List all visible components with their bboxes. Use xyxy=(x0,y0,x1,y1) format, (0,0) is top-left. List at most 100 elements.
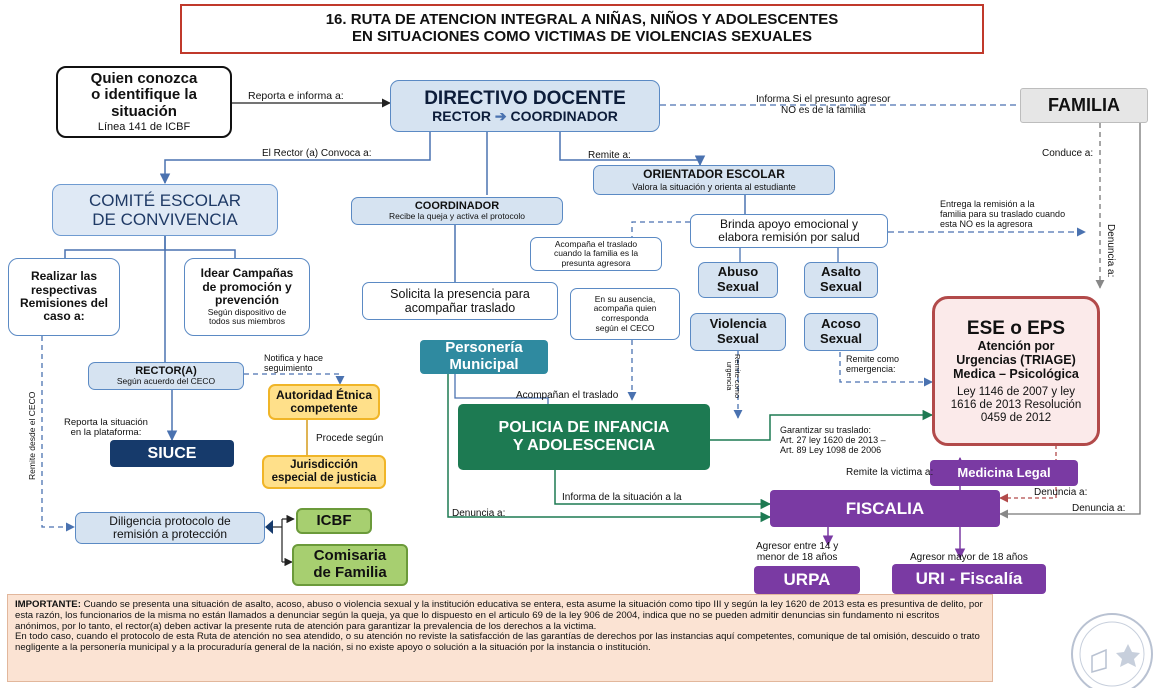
policia-line-1: POLICIA DE INFANCIA xyxy=(498,419,670,437)
title-line-1: 16. RUTA DE ATENCION INTEGRAL A NIÑAS, N… xyxy=(325,11,839,29)
autoridad-etnica-box: Autoridad Étnica competente xyxy=(268,384,380,420)
jurisdiccion-line-2: especial de justicia xyxy=(271,472,377,484)
label-remite-urgencia: Remite como urgencia xyxy=(725,354,742,398)
note-bold: IMPORTANTE: xyxy=(15,599,81,610)
ese-line-1: Atención por xyxy=(977,338,1055,353)
label-rector-convoca: El Rector (a) Convoca a: xyxy=(262,148,372,159)
acoso-line-2: Sexual xyxy=(820,331,862,346)
directivo-rector: RECTOR xyxy=(432,107,491,124)
asalto-sexual-box: Asalto Sexual xyxy=(804,262,878,298)
diligencia-line-1: Diligencia protocolo de xyxy=(109,513,231,528)
label-remite-victima: Remite la victima a: xyxy=(846,467,934,478)
label-denuncia-vertical: Denuncia a: xyxy=(1105,224,1116,278)
idear-sub-1: Según dispositivo de xyxy=(207,306,287,317)
idear-line-3: prevención xyxy=(214,293,280,308)
brinda-line-2: elabora remisión por salud xyxy=(718,230,860,244)
label-informa-situacion: Informa de la situación a la xyxy=(562,492,682,503)
personeria-box: Personería Municipal xyxy=(420,339,548,374)
reporta-sit-line-1: Reporta la situación xyxy=(64,417,148,428)
comite-line-1: COMITÉ ESCOLAR xyxy=(88,190,242,210)
remite-emer-line-1: Remite como xyxy=(846,354,900,364)
comisaria-line-2: de Familia xyxy=(313,564,387,581)
comite-line-2: DE CONVIVENCIA xyxy=(92,210,238,229)
acoso-remite-emergencia xyxy=(839,352,933,387)
label-remite-a: Remite a: xyxy=(588,150,631,161)
label-garantizar: Garantizar su traslado: Art. 27 ley 1620… xyxy=(780,425,886,456)
label-denuncia-ese: Denuncia a: xyxy=(1034,487,1088,498)
garantizar-line-2: Art. 27 ley 1620 de 2013 – xyxy=(780,434,886,445)
solicita-line-1: Solicita la presencia para xyxy=(390,287,530,301)
jurisdiccion-box: Jurisdicción especial de justicia xyxy=(262,455,386,489)
rectora-box: RECTOR(A) Según acuerdo del CECO xyxy=(88,362,244,390)
ese-law-2: 1616 de 2013 Resolución xyxy=(950,398,1082,411)
ese-line-3: Medica – Psicológica xyxy=(953,366,1079,381)
entrega-line-3: esta NO es la agresora xyxy=(940,218,1033,229)
realizar-line-4: caso a: xyxy=(43,309,85,324)
coordinador-box: COORDINADOR Recibe la queja y activa el … xyxy=(351,197,563,225)
violencia-line-1: Violencia xyxy=(709,316,767,332)
diligencia-box: Diligencia protocolo de remisión a prote… xyxy=(75,512,265,544)
ausencia-line-1: En su ausencia, xyxy=(594,293,656,304)
brinda-box: Brinda apoyo emocional y elabora remisió… xyxy=(690,214,888,248)
label-entrega: Entrega la remisión a la familia para su… xyxy=(940,199,1065,230)
realizar-line-2: respectivas xyxy=(30,282,98,297)
remite-emer-line-2: emergencia: xyxy=(846,363,896,374)
directivo-roles: RECTOR ➔ COORDINADOR xyxy=(432,107,618,125)
ausencia-line-4: según el CECO xyxy=(595,322,655,333)
icbf-box: ICBF xyxy=(296,508,372,534)
violencia-sexual-box: Violencia Sexual xyxy=(690,313,786,351)
label-denuncia-personeria: Denuncia a: xyxy=(452,508,506,519)
agresor-menor-line-1: Agresor entre 14 y xyxy=(756,541,839,552)
acompana-line-1: Acompaña el traslado xyxy=(554,238,638,249)
directivo-title: DIRECTIVO DOCENTE xyxy=(424,87,626,109)
reporter-line-1: Quien conozca xyxy=(90,69,198,87)
entrega-line-1: Entrega la remisión a la xyxy=(940,199,1035,209)
acompana-traslado-box: Acompaña el traslado cuando la familia e… xyxy=(530,237,662,271)
policia-informa xyxy=(554,470,772,510)
ese-eps-box: ESE o EPS Atención por Urgencias (TRIAGE… xyxy=(932,296,1100,446)
fiscalia-label: FISCALIA xyxy=(845,498,925,518)
realizar-remisiones-box: Realizar las respectivas Remisiones del … xyxy=(8,258,120,336)
acompana-line-3: presunta agresora xyxy=(561,257,631,268)
ese-line-2: Urgencias (TRIAGE) xyxy=(956,352,1076,367)
important-note: IMPORTANTE: Cuando se presenta una situa… xyxy=(7,594,993,682)
violencia-line-2: Sexual xyxy=(717,331,759,346)
urpa-box: URPA xyxy=(754,566,860,594)
fiscalia-box: FISCALIA xyxy=(770,490,1000,527)
title-line-2: EN SITUACIONES COMO VICTIMAS DE VIOLENCI… xyxy=(351,28,813,45)
asalto-line-1: Asalto xyxy=(821,264,861,280)
informa-si-line-2: NO es de la familia xyxy=(781,105,866,116)
siuce-box: SIUCE xyxy=(110,440,234,467)
rector-notifica xyxy=(244,373,345,385)
remite-ceco-line xyxy=(41,336,75,532)
comisaria-line-1: Comisaria xyxy=(313,547,387,565)
diagram-title: 16. RUTA DE ATENCION INTEGRAL A NIÑAS, N… xyxy=(180,4,984,54)
note-text-2: En todo caso, cuando el protocolo de est… xyxy=(15,631,980,654)
garantizar-line-3: Art. 89 Ley 1098 de 2006 xyxy=(780,444,882,455)
policia-garantiza xyxy=(710,409,934,441)
remite-urg-line-1: Remite como xyxy=(733,354,742,399)
realizar-line-3: Remisiones del xyxy=(19,296,109,310)
note-paragraph-1: IMPORTANTE: Cuando se presenta una situa… xyxy=(15,599,985,632)
policia-infancia-box: POLICIA DE INFANCIA Y ADOLESCENCIA xyxy=(458,404,710,470)
label-notifica: Notifica y hace seguimiento xyxy=(264,353,323,374)
reporter-line-2: o identifique la xyxy=(91,86,197,104)
label-acompanan: Acompañan el traslado xyxy=(516,390,619,401)
idear-campanas-box: Idear Campañas de promoción y prevención… xyxy=(184,258,310,336)
label-informa-si: Informa Si el presunto agresor NO es de … xyxy=(756,94,891,116)
comite-left-branch xyxy=(64,235,236,362)
reporter-sub: Línea 141 de ICBF xyxy=(97,121,191,134)
coordinador-title: COORDINADOR xyxy=(414,200,500,213)
jurisdiccion-line-1: Jurisdicción xyxy=(290,459,358,472)
brinda-to-types xyxy=(739,248,839,262)
autoridad-line-1: Autoridad Étnica xyxy=(275,387,372,402)
brinda-line-1: Brinda apoyo emocional y xyxy=(719,216,859,231)
label-conduce: Conduce a: xyxy=(1042,148,1094,159)
abuso-line-2: Sexual xyxy=(717,279,759,294)
icbf-label: ICBF xyxy=(316,511,352,529)
solicita-box: Solicita la presencia para acompañar tra… xyxy=(362,282,558,320)
familia-label: FAMILIA xyxy=(1048,95,1120,116)
ese-law-1: Ley 1146 de 2007 y ley xyxy=(956,385,1076,398)
reporter-box: Quien conozca o identifique la situación… xyxy=(56,66,232,138)
orientador-title: ORIENTADOR ESCOLAR xyxy=(643,167,785,182)
